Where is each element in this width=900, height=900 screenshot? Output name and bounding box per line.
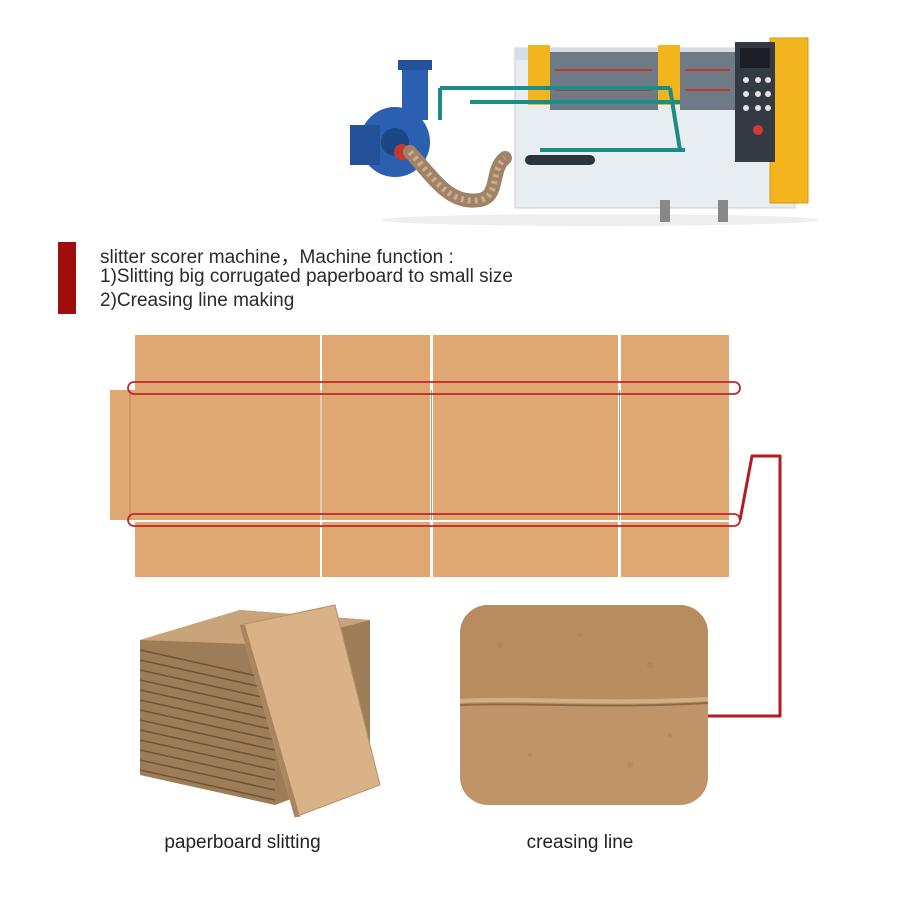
box-blank-diagram xyxy=(110,335,741,577)
body-panel-3 xyxy=(433,390,618,520)
top-flap-3 xyxy=(433,335,618,390)
top-flap-4 xyxy=(621,335,729,390)
bottom-flap-1 xyxy=(135,522,320,577)
description-title: slitter scorer machine，Machine function … xyxy=(100,247,454,268)
caption-paperboard-slitting: paperboard slitting xyxy=(164,832,321,853)
crease-line-top xyxy=(127,381,741,395)
corrugated-board-stack-photo xyxy=(139,604,381,818)
accent-bar xyxy=(58,242,76,314)
function-item-slitting: 1)Slitting big corrugated paperboard to … xyxy=(100,266,513,287)
slitter-scorer-machine-illustration xyxy=(350,37,820,226)
top-flap-1 xyxy=(135,335,320,390)
top-flap-2 xyxy=(322,335,430,390)
body-panel-1 xyxy=(130,390,320,520)
bottom-flap-2 xyxy=(322,522,430,577)
bottom-flap-3 xyxy=(433,522,618,577)
body-panel-2 xyxy=(322,390,430,520)
function-item-creasing: 2)Creasing line making xyxy=(100,290,295,311)
body-panel-4 xyxy=(621,390,729,520)
creasing-line-closeup-photo xyxy=(460,605,708,805)
bottom-flap-4 xyxy=(621,522,729,577)
caption-creasing-line: creasing line xyxy=(526,832,634,853)
